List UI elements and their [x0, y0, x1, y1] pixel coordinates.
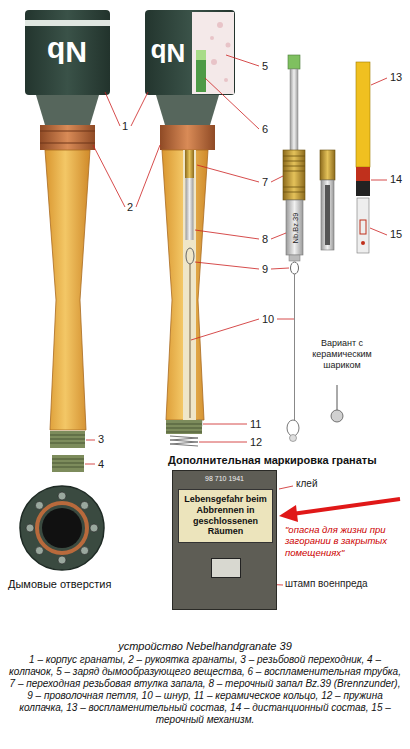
callout-number: 4	[98, 458, 104, 470]
callout-number: 6	[262, 123, 268, 135]
body-marking: Nb	[47, 35, 87, 69]
body-marking: Nb	[151, 37, 186, 68]
callout-number: 11	[250, 418, 261, 430]
callout-number: 1	[122, 120, 128, 132]
callout-number: 8	[262, 233, 268, 245]
callout-number: 3	[98, 433, 104, 445]
callout-number: 13	[390, 71, 402, 83]
section-heading: Дополнительная маркировка гранаты	[168, 454, 377, 466]
callout-number: 14	[390, 173, 402, 185]
node-text: 98 710 1941	[173, 471, 276, 482]
callout-number: 9	[262, 263, 268, 275]
fuze-marking: Nb.Bz.39	[290, 213, 299, 244]
part-label: Дымовые отверстия	[8, 578, 111, 590]
part-label: штамп военпреда	[285, 578, 368, 589]
figure-title: устройство Nebelhandgranate 39	[5, 640, 405, 652]
node-text: Lebensgefahr beim Abbrennen in geschloss…	[183, 494, 268, 537]
variant-note: Вариант с керамическим шариком	[300, 338, 384, 370]
callout-number: 15	[390, 228, 402, 240]
callout-number: 12	[250, 436, 262, 448]
inspector-stamp	[211, 558, 241, 578]
marking-panel: 98 710 1941Lebensgefahr beim Abbrennen i…	[172, 470, 277, 610]
translation-note: "опасна для жизни при загорании в закрыт…	[285, 524, 405, 558]
warning-sticker: Lebensgefahr beim Abbrennen in geschloss…	[178, 489, 273, 543]
callout-number: 5	[262, 60, 268, 72]
callout-number: 2	[127, 201, 133, 213]
callout-number: 10	[262, 313, 274, 325]
part-label: клей	[296, 478, 317, 489]
figure-caption: 1 – корпус гранаты, 2 – рукоятка гранаты…	[6, 654, 404, 726]
callout-number: 7	[262, 176, 268, 188]
